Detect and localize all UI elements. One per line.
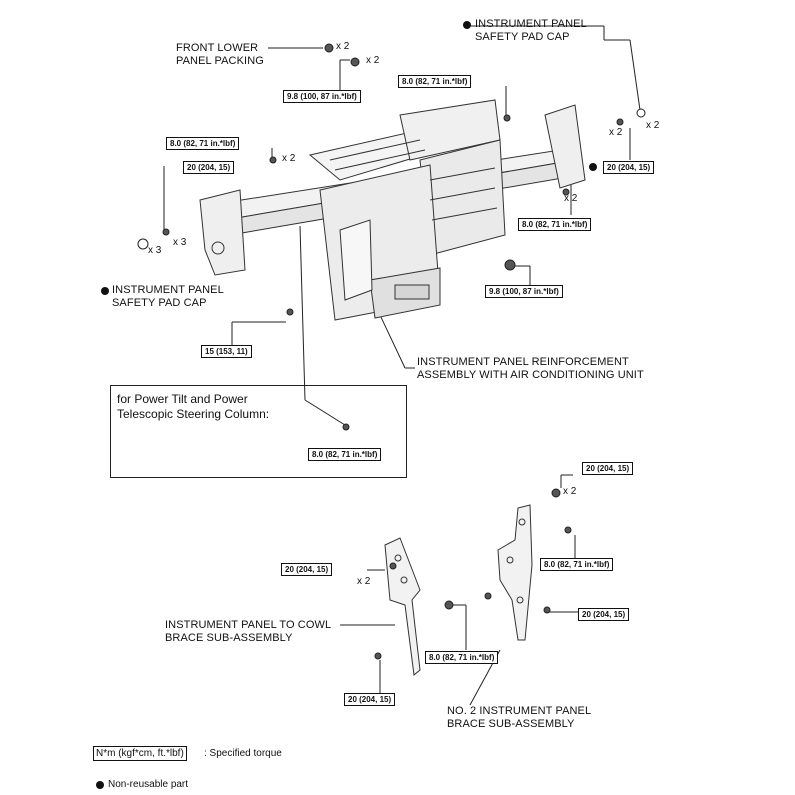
torque-box: 15 (153, 11)	[201, 345, 252, 358]
legend-non-reusable-text: Non-reusable part	[108, 779, 189, 790]
torque-box: 9.8 (100, 87 in.*lbf)	[485, 285, 563, 298]
torque-box: 20 (204, 15)	[281, 563, 333, 576]
steering-column-note: for Power Tilt and Power Telescopic Stee…	[117, 392, 270, 421]
torque-box: 20 (204, 15)	[603, 161, 655, 174]
instrument-panel-safety-pad-cap-label: INSTRUMENT PANEL SAFETY PAD CAP	[112, 284, 224, 309]
torque-box: 9.8 (100, 87 in.*lbf)	[283, 90, 361, 103]
torque-box: 20 (204, 15)	[344, 693, 396, 706]
legend-torque-text: : Specified torque	[204, 748, 282, 759]
torque-box: 20 (204, 15)	[582, 462, 634, 475]
legend-torque-box: N*m (kgf*cm, ft.*lbf)	[93, 746, 187, 761]
quantity-label: x 2	[357, 576, 371, 587]
quantity-label: x 3	[173, 237, 187, 248]
quantity-label: x 3	[148, 245, 162, 256]
non-reusable-marker-icon	[463, 21, 471, 29]
reinforcement-assembly-label: INSTRUMENT PANEL REINFORCEMENT ASSEMBLY …	[417, 356, 644, 381]
torque-box: 8.0 (82, 71 in.*lbf)	[308, 448, 382, 461]
no2-brace	[497, 504, 533, 641]
quantity-label: x 2	[282, 153, 296, 164]
torque-box: 8.0 (82, 71 in.*lbf)	[166, 137, 240, 150]
front-lower-panel-packing-label: FRONT LOWER PANEL PACKING	[176, 42, 264, 67]
non-reusable-marker-icon	[589, 163, 597, 171]
quantity-label: x 2	[609, 127, 623, 138]
cowl-brace-label: INSTRUMENT PANEL TO COWL BRACE SUB-ASSEM…	[165, 619, 332, 644]
reinforcement-with-ac-unit	[199, 99, 586, 321]
non-reusable-marker-icon	[101, 287, 109, 295]
quantity-label: x 2	[646, 120, 660, 131]
steering-column-note-box: for Power Tilt and Power Telescopic Stee…	[110, 385, 407, 478]
torque-box: 20 (204, 15)	[183, 161, 235, 174]
torque-box: 20 (204, 15)	[578, 608, 630, 621]
torque-box: 8.0 (82, 71 in.*lbf)	[425, 651, 499, 664]
instrument-panel-safety-pad-cap-label: INSTRUMENT PANEL SAFETY PAD CAP	[475, 18, 587, 43]
fasteners	[137, 43, 646, 660]
quantity-label: x 2	[336, 41, 350, 52]
no2-brace-label: NO. 2 INSTRUMENT PANEL BRACE SUB-ASSEMBL…	[447, 705, 592, 730]
torque-box: 8.0 (82, 71 in.*lbf)	[398, 75, 472, 88]
cowl-brace	[384, 537, 421, 676]
quantity-label: x 2	[366, 55, 380, 66]
torque-box: 8.0 (82, 71 in.*lbf)	[518, 218, 592, 231]
quantity-label: x 2	[563, 486, 577, 497]
quantity-label: x 2	[564, 193, 578, 204]
torque-box: 8.0 (82, 71 in.*lbf)	[540, 558, 614, 571]
non-reusable-marker-icon	[96, 781, 104, 789]
